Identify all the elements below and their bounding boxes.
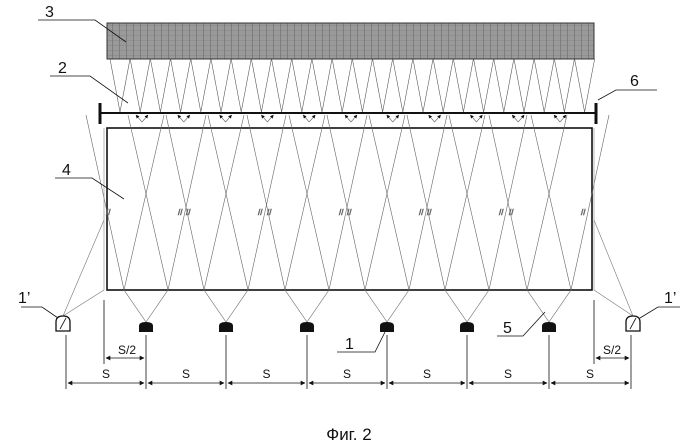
svg-text://: //	[419, 208, 424, 217]
dim-label-s-3: S	[262, 367, 270, 381]
side-beam-lines	[63, 128, 633, 316]
grid-screen-3	[107, 23, 594, 59]
label-2: 2	[58, 60, 67, 77]
svg-text://: //	[267, 208, 272, 217]
svg-text://: //	[499, 208, 504, 217]
dim-label-s-1: S	[102, 367, 110, 381]
emitter-1	[139, 322, 153, 332]
svg-text://: //	[106, 208, 111, 217]
dim-label-shalf-left: S/2	[118, 343, 136, 357]
emitter-6	[542, 322, 556, 332]
dim-label-s-2: S	[182, 367, 190, 381]
leader-lines	[21, 20, 680, 352]
svg-text://: //	[339, 208, 344, 217]
label-1prime-right: 1’	[664, 290, 676, 307]
svg-text://: //	[186, 208, 191, 217]
emitter-row	[139, 322, 556, 332]
label-1prime-left: 1’	[18, 290, 30, 307]
dim-label-shalf-right: S/2	[603, 343, 621, 357]
svg-text://: //	[258, 208, 263, 217]
label-5: 5	[503, 320, 512, 337]
label-3: 3	[45, 4, 54, 21]
dim-label-s-7: S	[586, 367, 594, 381]
side-emitter-right	[626, 316, 640, 331]
svg-text://: //	[427, 208, 432, 217]
label-6: 6	[630, 73, 639, 90]
label-1: 1	[345, 336, 354, 353]
emitter-3	[300, 322, 314, 332]
emitter-5	[460, 322, 474, 332]
svg-text://: //	[347, 208, 352, 217]
svg-text://: //	[509, 208, 514, 217]
dim-label-s-5: S	[423, 367, 431, 381]
dim-label-s-4: S	[343, 367, 351, 381]
figure-caption: Фиг. 2	[326, 425, 371, 444]
dim-label-s-6: S	[504, 367, 512, 381]
svg-text://: //	[178, 208, 183, 217]
ray-fan-top	[110, 59, 595, 112]
beam-lines: ////////////////////////	[86, 115, 609, 322]
emitter-4	[380, 322, 394, 332]
label-4: 4	[62, 162, 71, 179]
svg-text://: //	[581, 208, 586, 217]
emitter-2	[219, 322, 233, 332]
side-emitter-left	[56, 316, 70, 331]
